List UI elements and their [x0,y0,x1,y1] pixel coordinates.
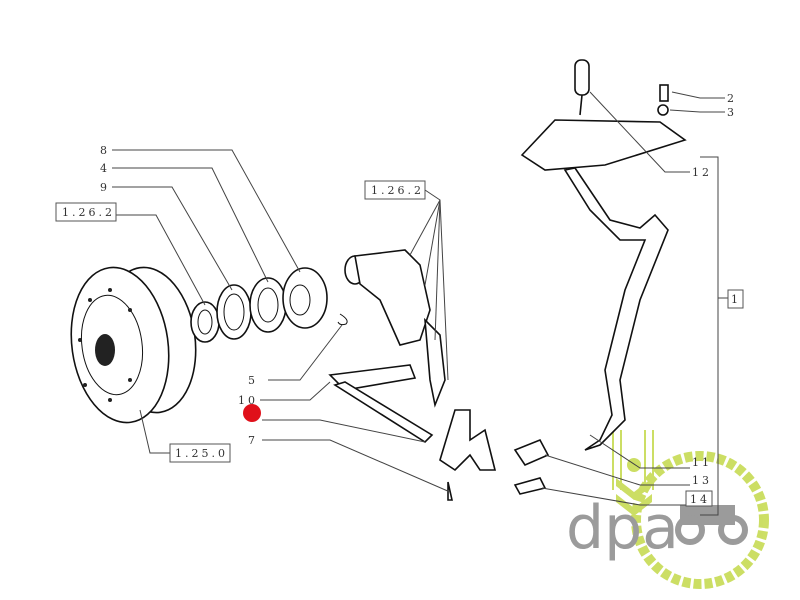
callout-8: 8 [100,144,110,157]
callout-14[interactable]: 14 [690,493,710,506]
callout-2: 2 [727,92,737,105]
hotspot-marker[interactable] [243,404,261,422]
callout-4: 4 [100,162,110,175]
ref-1-26-2-top[interactable]: 1.26.2 [371,184,424,197]
callout-labels: 8 4 9 1.26.2 1.26.2 1.25.0 5 10 7 2 3 12… [55,92,744,507]
callout-13: 13 [692,474,712,487]
callout-1[interactable]: 1 [731,293,741,306]
callout-7: 7 [248,434,258,447]
callout-12: 12 [692,166,712,179]
ref-1-26-2-left[interactable]: 1.26.2 [62,206,115,219]
bearing-set [190,267,348,343]
callout-5: 5 [248,374,258,387]
ref-1-25-0[interactable]: 1.25.0 [175,447,228,460]
callout-3: 3 [727,106,737,119]
release-shaft [328,249,497,501]
callout-11: 11 [692,456,712,469]
clutch-assembly [70,266,197,424]
gear-lever [513,59,687,495]
logo-text: dpa [566,493,679,563]
callout-10: 10 [238,394,258,407]
dpa-logo: dpa [566,430,769,589]
callout-9: 9 [100,181,110,194]
leader-lines [112,91,728,516]
